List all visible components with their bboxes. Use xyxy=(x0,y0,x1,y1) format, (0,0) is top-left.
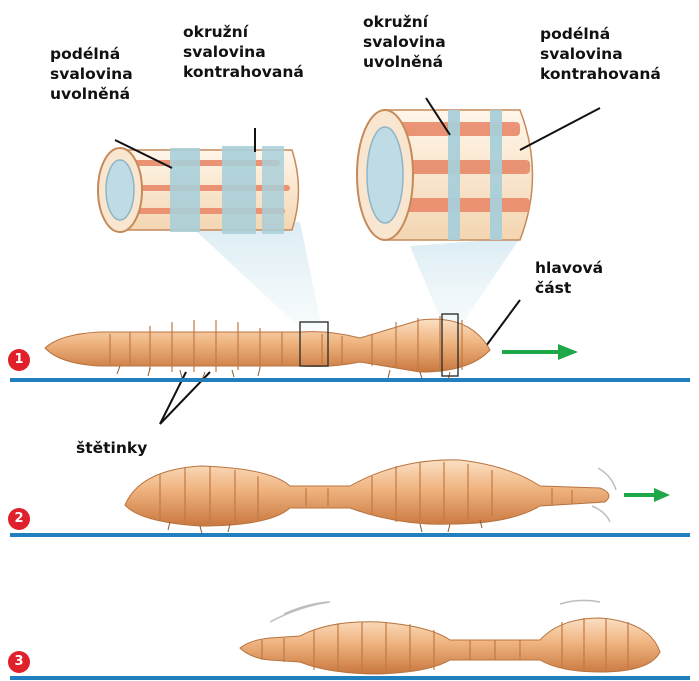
label-circular-muscle-contracted: okružní svalovina kontrahovaná xyxy=(183,22,304,82)
zoom-beam-left xyxy=(195,222,322,330)
leader-longitudinal-contracted xyxy=(520,108,600,150)
direction-arrow-2 xyxy=(624,488,670,502)
motion-lines-3 xyxy=(270,600,600,622)
muscle-tube-left xyxy=(98,146,299,234)
direction-arrow-1 xyxy=(502,344,578,360)
worm-3 xyxy=(240,618,660,674)
label-longitudinal-muscle-contracted: podélná svalovina kontrahovaná xyxy=(540,24,661,84)
step-badge-3: 3 xyxy=(8,651,30,673)
worm-2 xyxy=(125,460,609,534)
label-longitudinal-muscle-relaxed: podélná svalovina uvolněná xyxy=(50,44,133,104)
worm-1 xyxy=(45,316,490,380)
zoom-beam-right xyxy=(410,238,520,330)
muscle-tube-right xyxy=(357,110,533,240)
label-circular-muscle-relaxed: okružní svalovina uvolněná xyxy=(363,12,446,72)
step-badge-1: 1 xyxy=(8,349,30,371)
label-head-part: hlavová část xyxy=(535,258,603,298)
step-badge-2: 2 xyxy=(8,508,30,530)
label-bristles: štětinky xyxy=(76,438,147,458)
leader-head xyxy=(486,300,520,346)
